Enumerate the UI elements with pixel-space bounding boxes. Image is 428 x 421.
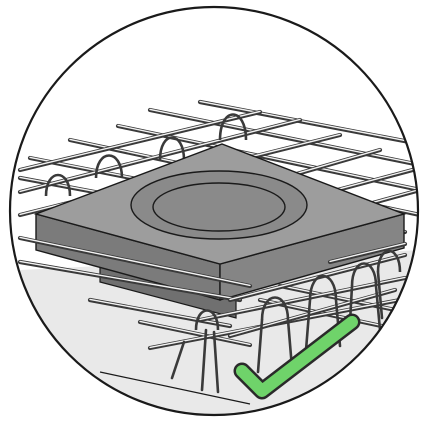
circular-frame <box>8 5 420 417</box>
rebar-chair-back-3 <box>44 173 72 197</box>
rebar-chair-leg-2 <box>256 318 264 374</box>
rebar-chair-back-1 <box>158 136 186 161</box>
rebar-bar-front-a-3-highlight <box>139 320 251 346</box>
rebar-bar-front-b-4-highlight <box>329 242 406 263</box>
recess-inner-ring <box>152 182 286 232</box>
rebar-chair-front-1 <box>308 274 338 301</box>
rebar-bar-front-a-2-highlight <box>89 298 231 327</box>
rebar-bar-front-a-0-highlight <box>19 236 251 287</box>
rebar-chair-leg-9 <box>170 340 186 380</box>
rebar-chair-leg-8 <box>376 270 384 320</box>
rebar-chair-leg-0 <box>200 328 208 392</box>
rebar-chair-front-2 <box>350 262 378 287</box>
rebar-chair-front-4 <box>194 309 220 331</box>
rebar-chair-front-0 <box>260 296 290 321</box>
rebar-chair-back-0 <box>218 113 248 141</box>
recessed-box <box>33 143 407 319</box>
rebar-chair-back-2 <box>94 154 124 179</box>
clipped-scene <box>10 99 418 415</box>
rebar-bar-back-b-0-highlight <box>19 110 261 171</box>
rebar-chair-leg-4 <box>304 298 312 352</box>
rebar-bar-back-a-0-highlight <box>149 108 418 166</box>
rebar-bar-front-a-1-highlight <box>19 260 241 301</box>
rebar-chair-leg-7 <box>374 284 382 332</box>
rebar-chair-front-3 <box>376 249 402 273</box>
rebar-chair-leg-1 <box>212 330 220 394</box>
rebar-bar-front-b-1-highlight <box>199 276 406 321</box>
checkmark-icon-fill <box>236 316 358 397</box>
rebar-bar-back-a-5-highlight <box>199 100 418 145</box>
rebar-chairs-back <box>44 113 248 197</box>
rebar-bar-front-b-3-highlight <box>229 288 396 337</box>
rebar-bar-front-a-5-highlight <box>279 284 406 313</box>
slab-edge-line <box>99 371 251 405</box>
